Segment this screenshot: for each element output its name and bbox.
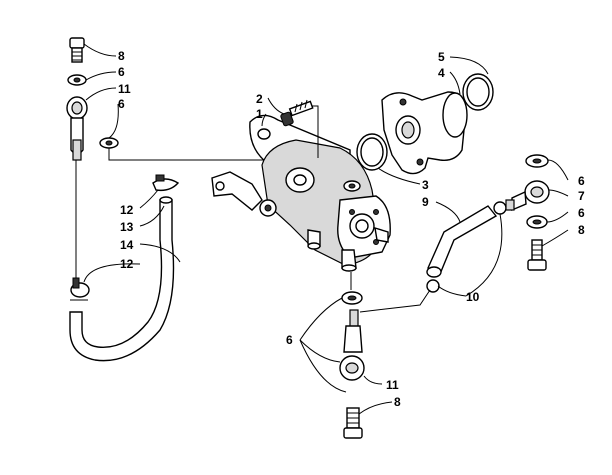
oil-hose [69,199,175,362]
callout-13: 13 [120,220,134,234]
pump-bracket [211,171,263,211]
leader-line-hose [359,289,431,313]
callout-6-right-top: 6 [578,174,585,188]
callout-7: 7 [578,189,585,203]
callout-8-right: 8 [578,223,585,237]
callout-14: 14 [120,238,134,252]
banjo-fitting-top-left [66,96,88,161]
callout-6-bottom: 6 [286,333,293,347]
banjo-bolt-top-left [69,37,85,63]
hose-clamp-bottom [70,277,90,301]
callout-12-top: 12 [120,203,134,217]
callout-6-top: 6 [118,65,125,79]
banjo-fitting-bottom [339,309,365,381]
callout-6-mid: 6 [118,97,125,111]
hose-clamp-top [152,174,180,192]
pump-bolt [280,99,319,158]
flange-housing [381,91,468,175]
callout-4: 4 [438,66,445,80]
oil-hose-assembly [69,174,180,362]
callout-labels: 8 6 11 6 2 1 5 4 3 9 12 13 14 12 6 7 6 8… [118,49,585,409]
oil-pump [211,114,391,272]
leader-line-bolt [312,105,319,158]
bottom-banjo-assembly [339,272,431,439]
vent-hose [426,201,507,293]
callout-leaders [83,43,569,415]
hose-clamp-lower [426,279,440,293]
callout-1: 1 [256,107,263,121]
callout-2: 2 [256,92,263,106]
callout-3: 3 [422,178,429,192]
callout-11-top: 11 [118,82,131,96]
hose-clamp-upper [493,201,507,215]
right-banjo-assembly [505,154,550,271]
callout-9: 9 [422,195,429,209]
callout-5: 5 [438,50,445,64]
callout-8-bottom: 8 [394,395,401,409]
callout-10: 10 [466,290,480,304]
callout-8-top: 8 [118,49,125,63]
callout-12-bottom: 12 [120,257,134,271]
callout-6-right-bottom: 6 [578,206,585,220]
left-banjo-assembly [66,37,356,285]
callout-11-bottom: 11 [386,378,399,392]
banjo-bolt-bottom [343,407,363,439]
banjo-fitting-right [505,180,550,212]
banjo-bolt-right [527,239,547,271]
